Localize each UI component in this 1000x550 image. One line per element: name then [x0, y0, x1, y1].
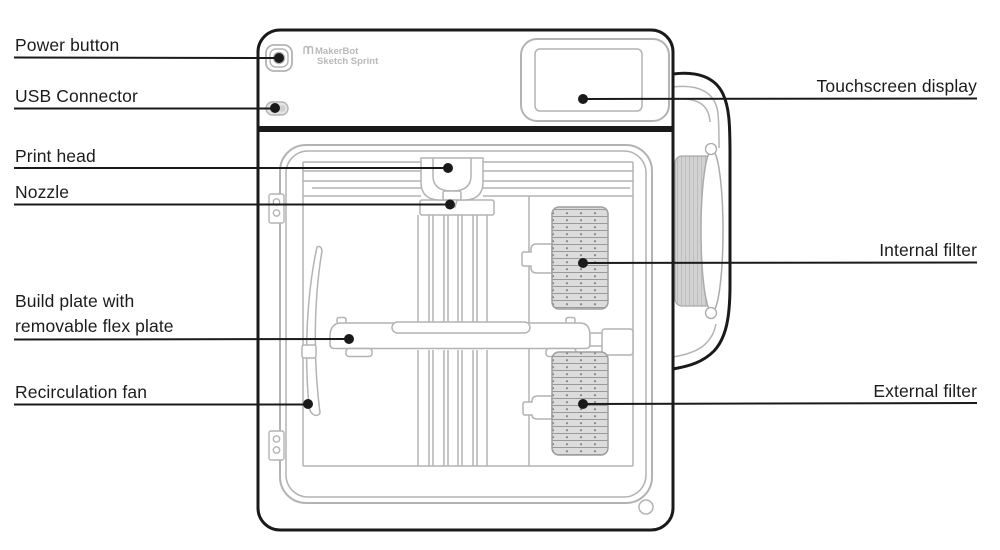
model-name: Sketch Sprint	[317, 56, 379, 67]
label-internal-filter: Internal filter	[879, 240, 977, 260]
brand-logo: MakerBot Sketch Sprint	[303, 45, 379, 67]
label-nozzle: Nozzle	[15, 182, 70, 202]
label-print-head: Print head	[15, 146, 96, 166]
callout-lines	[13, 56, 978, 406]
brand-name: MakerBot	[315, 46, 359, 57]
label-build-plate-line1: Build plate with	[15, 291, 135, 311]
label-recirculation-fan: Recirculation fan	[15, 382, 148, 402]
makerbot-m-icon	[303, 45, 314, 54]
callout-dots	[270, 53, 588, 409]
door-bezel	[279, 144, 653, 504]
internal-filter	[521, 206, 609, 310]
chamber-interior	[301, 157, 634, 467]
touchscreen	[520, 38, 670, 122]
filament-spool	[674, 142, 724, 320]
label-usb-connector: USB Connector	[15, 86, 138, 106]
door-hinges	[268, 193, 285, 461]
build-plate	[329, 316, 634, 358]
label-touchscreen-display: Touchscreen display	[816, 76, 977, 96]
label-build-plate-line2: removable flex plate	[15, 316, 174, 336]
z-columns	[417, 215, 488, 466]
door-latch	[638, 499, 654, 515]
label-external-filter: External filter	[873, 381, 977, 401]
printer-body	[256, 28, 675, 532]
panel-divider	[259, 126, 672, 132]
flex-plate	[391, 321, 531, 334]
filament-bay	[671, 71, 732, 371]
label-power-button: Power button	[15, 35, 120, 55]
recirculation-fan	[301, 245, 323, 417]
label-build-plate: Build plate with removable flex plate	[15, 289, 174, 339]
